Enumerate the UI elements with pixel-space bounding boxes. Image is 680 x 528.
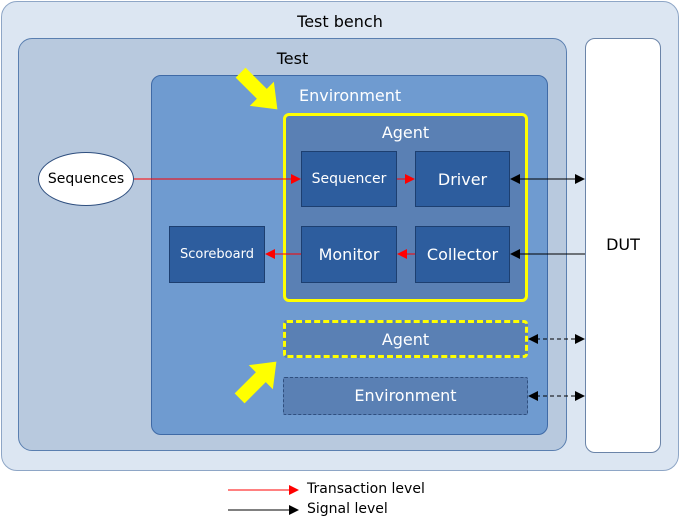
test-label: Test (276, 49, 309, 68)
legend-transaction-label: Transaction level (307, 481, 425, 497)
sequences-label: Sequences (47, 171, 125, 187)
sequencer-box: Sequencer (301, 151, 397, 207)
yellow-arrow-icon (234, 361, 277, 404)
agent-2-label: Agent (381, 330, 430, 349)
dut-box: DUT (585, 38, 661, 453)
environment-2-label: Environment (354, 386, 457, 405)
driver-box: Driver (415, 151, 510, 207)
environment-2-box: Environment (283, 377, 528, 415)
agent-2-box: Agent (283, 320, 528, 358)
environment-label: Environment (299, 86, 402, 105)
sequencer-label: Sequencer (311, 171, 387, 187)
yellow-arrow-icon (235, 67, 278, 110)
scoreboard-box: Scoreboard (169, 226, 265, 283)
legend-signal-label: Signal level (307, 501, 388, 517)
monitor-label: Monitor (318, 245, 380, 264)
collector-box: Collector (415, 226, 510, 283)
test-bench-label: Test bench (297, 12, 383, 31)
monitor-box: Monitor (301, 226, 397, 283)
dut-label: DUT (606, 235, 640, 254)
scoreboard-label: Scoreboard (180, 247, 254, 262)
driver-label: Driver (437, 169, 488, 189)
collector-label: Collector (426, 245, 499, 264)
sequences-ellipse: Sequences (38, 152, 134, 206)
agent-label: Agent (381, 123, 430, 142)
